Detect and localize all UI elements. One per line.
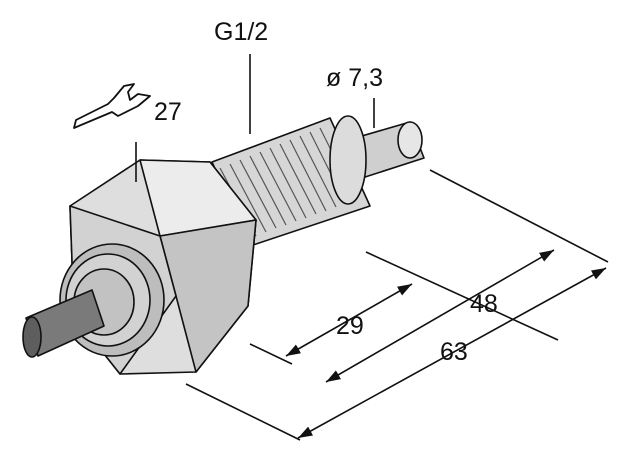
probe-cylinder: [347, 121, 425, 179]
wrench-size-label: 27: [154, 98, 182, 126]
probe-diameter-label: ø 7,3: [326, 64, 383, 92]
dim-label-48: 48: [470, 290, 498, 318]
dimension-lines: [285, 249, 607, 439]
cable: [22, 289, 105, 358]
thread-label: G1/2: [214, 18, 268, 46]
wrench-icon: [73, 83, 151, 129]
dim-label-29: 29: [336, 312, 364, 340]
leader-lines: [135, 54, 375, 182]
dim-label-63: 63: [440, 338, 468, 366]
dim-line-63: [297, 267, 607, 439]
